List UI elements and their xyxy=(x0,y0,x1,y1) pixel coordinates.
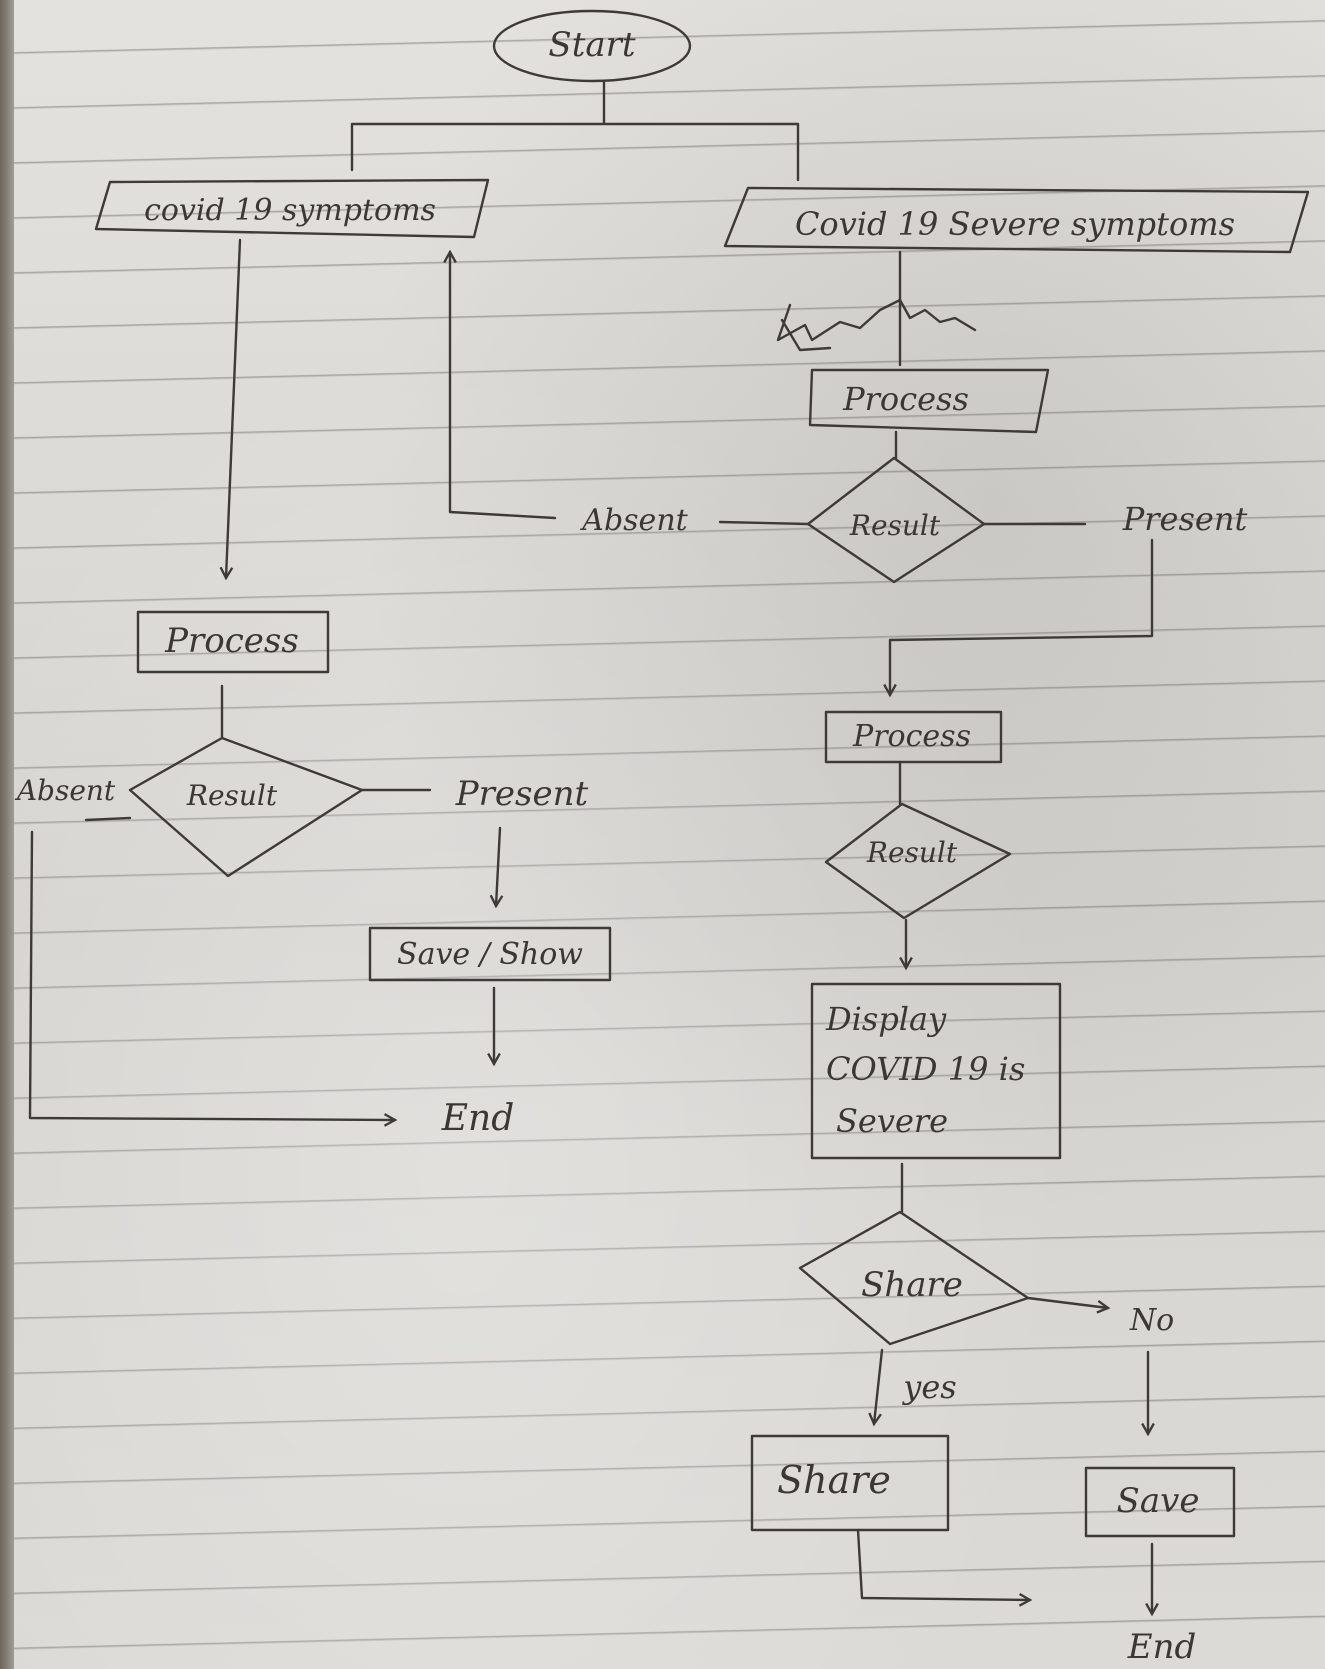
severe-symptoms-label: Covid 19 Severe symptoms xyxy=(795,205,1235,243)
process-right-top-label: Process xyxy=(842,380,969,418)
end-left-label: End xyxy=(441,1098,515,1139)
save-show-label: Save / Show xyxy=(397,937,583,972)
yes-connector xyxy=(874,1348,884,1424)
display-line2: COVID 19 is xyxy=(826,1050,1025,1088)
start-terminal xyxy=(492,9,692,83)
process-left-box xyxy=(136,610,330,674)
start-label: Start xyxy=(548,25,635,65)
severe-symptoms-io-box xyxy=(723,186,1310,254)
present-left-label: Present xyxy=(455,774,589,814)
notebook-binding-edge xyxy=(0,0,14,1669)
scribble-mark xyxy=(776,298,977,352)
result-right-mid-label: Result xyxy=(866,836,958,869)
absent-right-top-label: Absent xyxy=(579,503,688,538)
save-box-label: Save xyxy=(1117,1481,1200,1521)
display-line3: Severe xyxy=(836,1102,948,1140)
result-right-top-label: Result xyxy=(849,509,941,542)
result-left-diamond xyxy=(128,736,364,878)
process-right-top-box xyxy=(808,368,1050,434)
save-box xyxy=(1084,1466,1236,1538)
no-connector xyxy=(1026,1296,1108,1308)
absent-left-to-end-connector xyxy=(28,816,395,1120)
share-to-end-connector xyxy=(856,1528,1030,1600)
present-down-connector xyxy=(890,538,1154,695)
symptoms-label: covid 19 symptoms xyxy=(144,193,436,228)
present-right-top-label: Present xyxy=(1122,500,1248,538)
present-to-save-connector xyxy=(496,826,500,906)
share-box-label: Share xyxy=(777,1458,891,1502)
absent-left-label: Absent xyxy=(14,774,116,807)
no-label: No xyxy=(1129,1303,1174,1338)
share-decision-diamond xyxy=(798,1210,1030,1346)
absent-loop-connector xyxy=(450,252,810,526)
share-decision-label: Share xyxy=(861,1265,963,1305)
share-box xyxy=(750,1434,950,1532)
symptoms-to-process-connector xyxy=(226,238,242,578)
display-box xyxy=(810,982,1062,1160)
end-right-label: End xyxy=(1127,1627,1196,1667)
result-right-mid-diamond xyxy=(824,802,1012,920)
process-right-mid-box xyxy=(824,710,1003,764)
result-left-label: Result xyxy=(186,779,278,812)
symptoms-io-box xyxy=(94,178,490,239)
process-left-label: Process xyxy=(164,621,299,661)
save-show-box xyxy=(368,926,612,982)
display-line1: Display xyxy=(825,1000,947,1038)
start-split-connector xyxy=(350,79,800,182)
process-right-mid-label: Process xyxy=(852,719,971,754)
result-right-top-diamond xyxy=(806,456,986,584)
yes-label: yes xyxy=(901,1368,956,1406)
